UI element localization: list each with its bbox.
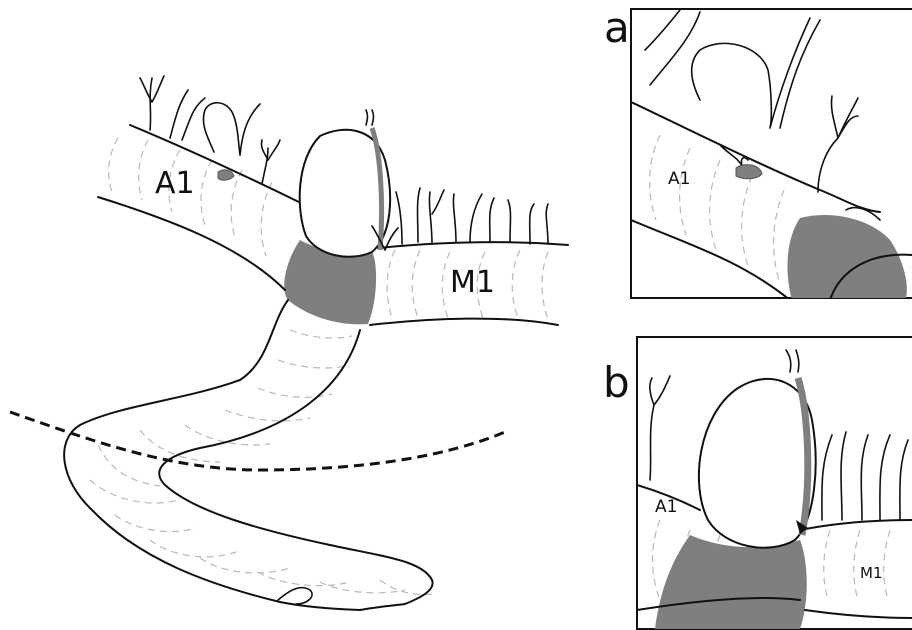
ica-left-wall xyxy=(64,300,360,610)
panel-b-label-a1: A1 xyxy=(655,497,677,517)
vessel-tip-detail xyxy=(278,588,312,604)
a1-small-aneurysm xyxy=(218,170,234,180)
a1-lower-wall xyxy=(98,197,285,290)
panel-a: a A1 xyxy=(604,3,912,300)
panel-b-letter: b xyxy=(603,358,630,407)
panel-b-label-m1: M1 xyxy=(860,564,883,582)
main-label-m1: M1 xyxy=(450,265,495,300)
m1-perforators xyxy=(372,188,548,250)
aneurysm-dome-tip xyxy=(366,110,374,125)
panel-b: b xyxy=(603,337,912,629)
m1-upper-wall xyxy=(378,242,568,248)
m1-lower-wall xyxy=(370,319,558,325)
dashed-boundary-line xyxy=(10,412,505,470)
panel-a-letter: a xyxy=(604,3,630,52)
main-label-a1: A1 xyxy=(155,166,195,201)
panel-a-label-a1: A1 xyxy=(668,169,690,189)
main-figure: A1 M1 xyxy=(10,76,568,610)
